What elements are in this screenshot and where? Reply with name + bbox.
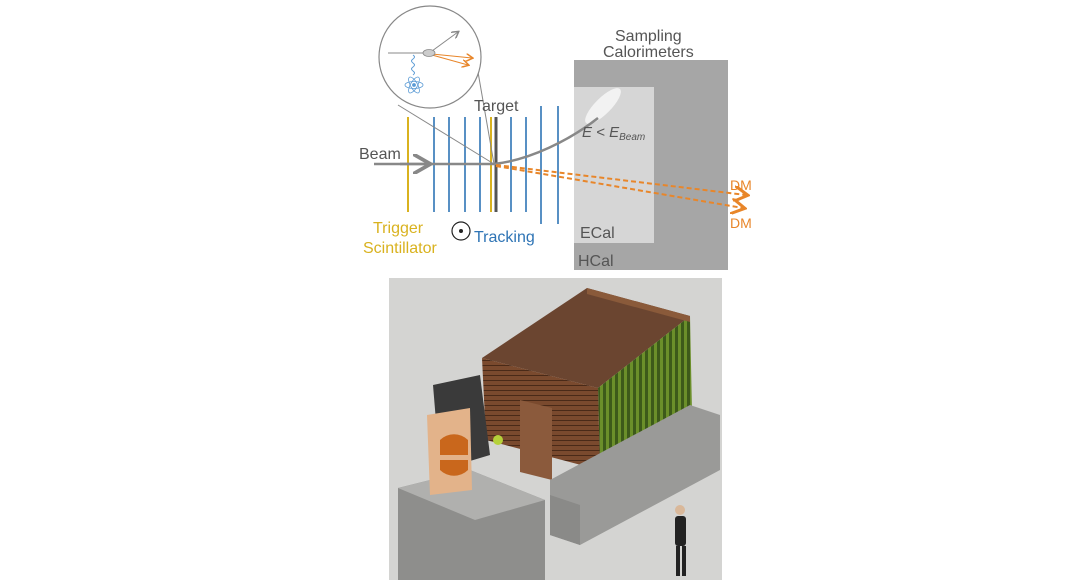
shower-ellipse: [585, 88, 621, 124]
dm-label-1: DM: [730, 177, 752, 193]
interaction-inset: [378, 5, 495, 165]
sampling-label: Sampling: [615, 28, 682, 45]
target-label: Target: [474, 98, 519, 115]
person-for-scale: [675, 505, 686, 576]
dm-track-1: [495, 164, 746, 195]
trigger-label: Trigger: [373, 220, 424, 237]
tracking-label: Tracking: [474, 229, 535, 246]
nucleus-atom-icon: [404, 76, 424, 94]
dm-track-2: [495, 165, 743, 208]
scintillator-label: Scintillator: [363, 240, 437, 257]
dm-label-2: DM: [730, 215, 752, 231]
ecal-label: ECal: [580, 225, 615, 242]
ecal-block: [574, 87, 654, 243]
hcal-label: HCal: [578, 253, 614, 270]
detector-3d-render: [389, 278, 722, 580]
recoil-electron-track: [493, 117, 599, 166]
energy-label: E < EBeam: [582, 124, 645, 143]
beam-label: Beam: [359, 146, 401, 163]
calorimeters-label: Calorimeters: [603, 44, 694, 61]
magnetic-field-icon: [451, 221, 471, 241]
schematic-diagram: Sampling Calorimeters Target Beam ECal H…: [359, 5, 752, 270]
